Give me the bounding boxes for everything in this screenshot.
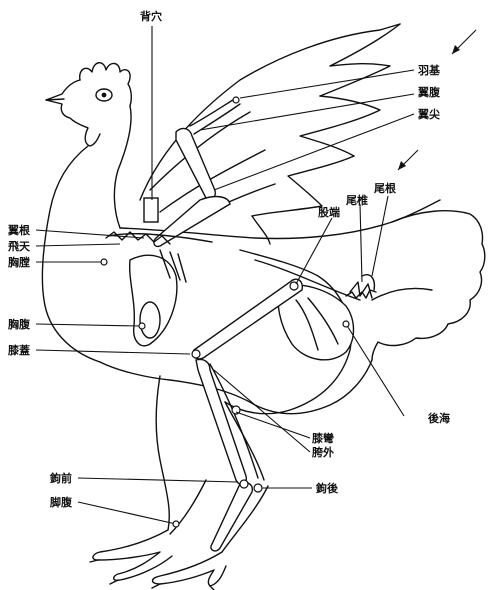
leader-yi-jian	[214, 114, 414, 190]
arrow-top-right-head	[452, 45, 460, 54]
keel-hole	[140, 302, 160, 338]
point-xiong-fu	[139, 323, 145, 329]
label-top: 背穴	[140, 9, 162, 23]
label-gou-qian: 鉤前	[49, 471, 72, 485]
label-xiong-fu: 胸腹	[8, 317, 31, 331]
wing-feather-4	[252, 216, 270, 244]
spine-marker	[144, 198, 158, 222]
comb	[80, 63, 132, 106]
leader-yi-fu	[200, 94, 414, 130]
leader-fei-tian	[36, 244, 120, 246]
neck-front	[42, 146, 100, 362]
label-wei-zhui: 尾椎	[345, 193, 368, 207]
leader-jiao-fu	[78, 502, 176, 524]
leader-hou-hai	[346, 324, 404, 416]
ankle-front	[240, 480, 248, 488]
leader-xi-gai	[36, 350, 190, 354]
shank	[211, 482, 252, 551]
leader-gou-qian	[78, 478, 238, 482]
wing-upper-edge	[140, 24, 400, 200]
tail-feather-base	[350, 282, 372, 298]
pygostyle	[362, 275, 374, 290]
label-gu-duan: 股端	[318, 205, 340, 219]
label-fei-tian: 飛天	[7, 240, 31, 253]
label-kua-wai: 胯外	[312, 445, 334, 459]
beak-line	[46, 99, 64, 100]
head	[46, 80, 100, 146]
knee-joint	[192, 350, 200, 358]
label-hou-hai: 後海	[428, 411, 450, 425]
foot-right	[153, 552, 227, 586]
label-yi-gen: 翼根	[7, 223, 31, 237]
label-xi-gai: 膝蓋	[8, 343, 30, 357]
leg-front-outline	[156, 376, 169, 530]
label-yi-jian: 翼尖	[417, 107, 440, 121]
wing-feather-2	[300, 96, 380, 156]
foot-left	[93, 530, 172, 580]
neck-back	[114, 106, 131, 228]
wing-feather-1	[320, 24, 400, 96]
label-xiong-tang: 胸膛	[8, 255, 30, 269]
leader-xi-wan	[236, 412, 310, 438]
point-hou-hai	[343, 321, 349, 327]
point-jiao-fu	[173, 521, 179, 527]
label-jiao-fu: 脚腹	[50, 495, 73, 509]
tail-inner	[372, 288, 432, 300]
label-gou-hou: 鉤後	[315, 481, 339, 495]
label-xi-wan: 膝彎	[312, 431, 334, 445]
tail	[372, 211, 485, 360]
wing-joint	[233, 97, 239, 103]
label-wei-gen: 尾根	[373, 181, 397, 195]
arrows	[398, 30, 476, 170]
leader-wei-gen	[372, 196, 388, 276]
point-xiong-tang	[101, 259, 107, 265]
eye-pupil	[102, 93, 107, 98]
label-yi-fu: 翼腹	[417, 85, 441, 99]
arrow-mid-right-head	[398, 161, 406, 170]
tibia	[196, 359, 246, 484]
leader-wei-zhui	[360, 204, 362, 282]
label-yu-ji: 羽基	[418, 63, 441, 77]
ankle-back	[254, 484, 262, 492]
